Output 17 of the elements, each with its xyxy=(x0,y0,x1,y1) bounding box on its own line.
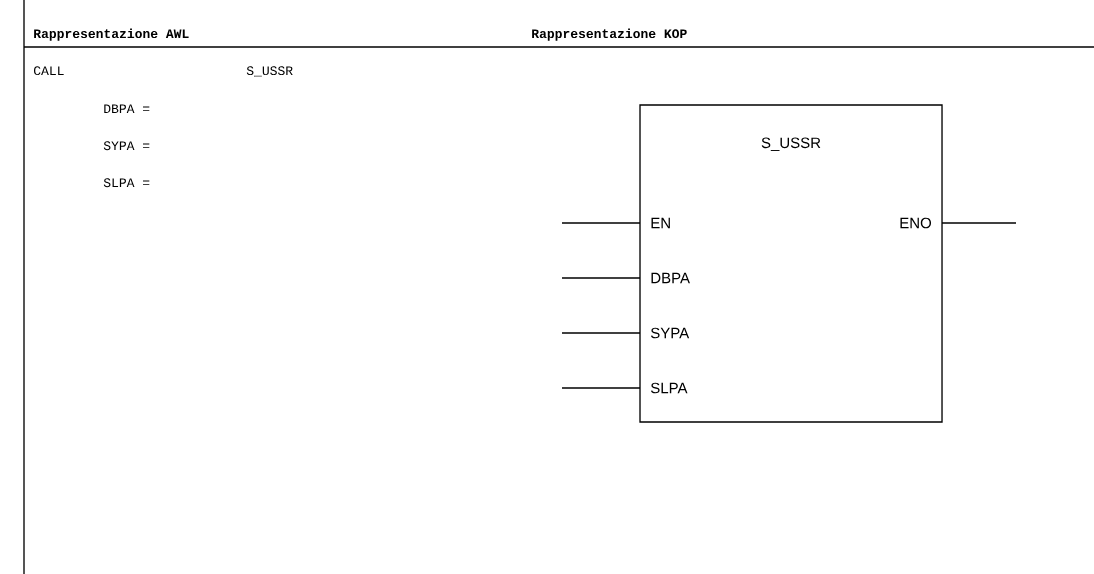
pin-label: DBPA xyxy=(651,272,690,284)
connection-line xyxy=(561,277,641,279)
connection-line xyxy=(561,332,641,334)
code-text: CALL xyxy=(34,66,64,76)
code-text: SYPA = xyxy=(103,141,150,151)
column-heading: Rappresentazione AWL xyxy=(34,28,189,41)
code-text: SLPA = xyxy=(103,178,150,188)
pin-label: SLPA xyxy=(650,382,688,394)
connection-line xyxy=(561,222,641,224)
column-heading: Rappresentazione KOP xyxy=(532,28,687,41)
connection-line xyxy=(561,387,641,389)
code-text: S_USSR xyxy=(246,66,293,77)
pin-label: EN xyxy=(651,217,670,229)
code-text: DBPA = xyxy=(104,104,150,113)
pin-label: ENO xyxy=(900,217,931,229)
connection-line xyxy=(941,222,1017,224)
pin-label: SYPA xyxy=(650,327,690,339)
